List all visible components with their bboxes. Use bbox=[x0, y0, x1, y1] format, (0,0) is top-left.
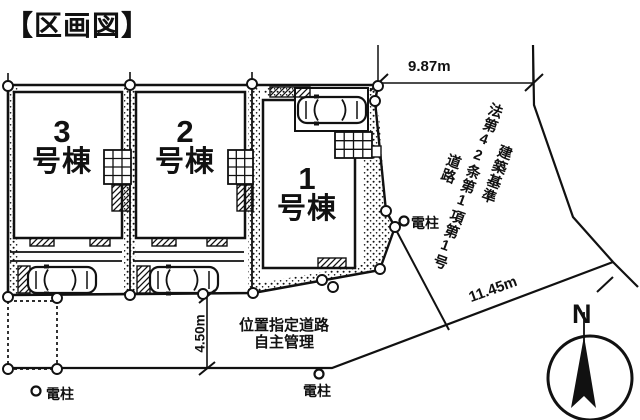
road-management-line1: 位置指定道路 bbox=[238, 317, 329, 334]
porch-grid-plot1 bbox=[334, 131, 382, 159]
plot-label-2: 2 号棟 bbox=[141, 116, 229, 177]
plot-label-3: 3 号棟 bbox=[18, 116, 106, 177]
dimension-9-87 bbox=[369, 45, 544, 92]
utility-pole-icon-center bbox=[313, 368, 325, 380]
utility-pole-label-left: 電柱 bbox=[46, 386, 74, 402]
dimension-label-road-width: 4.50m bbox=[192, 314, 208, 353]
plot-1-suffix: 号棟 bbox=[276, 192, 337, 225]
utility-pole-markers bbox=[30, 215, 410, 397]
compass-icon bbox=[546, 312, 634, 420]
plot-2-number: 2 bbox=[176, 114, 194, 149]
utility-pole-icon-right bbox=[398, 215, 410, 227]
page-title: 【区画図】 bbox=[5, 10, 151, 41]
porch-grid-plot3 bbox=[103, 149, 132, 185]
dimension-label-top-width: 9.87m bbox=[408, 58, 451, 75]
building-2 bbox=[134, 90, 247, 240]
road-management-label: 位置指定道路 自主管理 bbox=[225, 317, 343, 351]
plot-1-number: 1 bbox=[298, 161, 316, 196]
dimension-11-45 bbox=[596, 276, 614, 293]
utility-pole-label-right: 電柱 bbox=[411, 215, 439, 231]
porch-grid-plot2 bbox=[227, 149, 254, 185]
utility-pole-label-center: 電柱 bbox=[303, 383, 331, 399]
road-boundary-lines bbox=[7, 44, 639, 370]
parking-lines bbox=[10, 251, 244, 262]
plot-2-suffix: 号棟 bbox=[154, 145, 215, 178]
car-icon-plot3 bbox=[26, 263, 98, 297]
boundary-markers bbox=[2, 78, 401, 375]
utility-pole-icon-left bbox=[30, 385, 42, 397]
plot-3-number: 3 bbox=[53, 114, 71, 149]
road-management-line2: 自主管理 bbox=[253, 334, 314, 351]
compass-north-label: N bbox=[572, 299, 592, 329]
plot-label-1: 1 号棟 bbox=[262, 163, 352, 224]
plot-3-suffix: 号棟 bbox=[31, 145, 92, 178]
car-icon-plot1 bbox=[296, 93, 368, 127]
hatched-areas bbox=[17, 86, 347, 294]
